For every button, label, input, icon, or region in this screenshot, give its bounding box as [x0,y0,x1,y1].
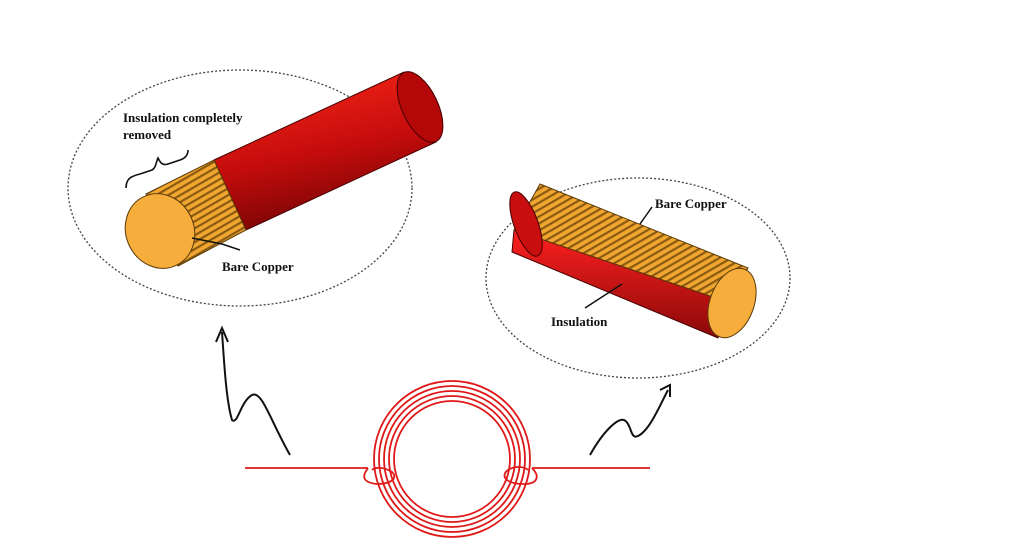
copper-end-face-right [707,267,757,339]
partially-insulated-wire-illustration [509,183,757,339]
label-bare-copper-left: Bare Copper [222,259,294,274]
right-zoom-bubble [485,177,791,379]
squiggle-arrow-right [589,389,669,456]
left-zoom-bubble [67,69,413,307]
pointer-line-right-copper [639,206,653,225]
insulation-end-cap [396,71,444,143]
pointer-line-right-insulation [584,283,623,309]
wire-coil [245,380,650,538]
label-bare-copper-right: Bare Copper [655,196,727,211]
stripped-wire-illustration [124,71,444,269]
label-insulation: Insulation [551,314,608,329]
arrowhead-right-icon [659,383,671,397]
label-insulation-removed-line2: removed [123,127,172,142]
squiggle-arrow-left [221,331,291,456]
insulation-left-cap [509,191,543,257]
copper-end-face [124,193,196,269]
arrowhead-left-icon [215,325,229,343]
pointer-line [191,237,241,251]
brace-icon [125,149,189,189]
label-insulation-removed-line1: Insulation completely [123,110,243,125]
